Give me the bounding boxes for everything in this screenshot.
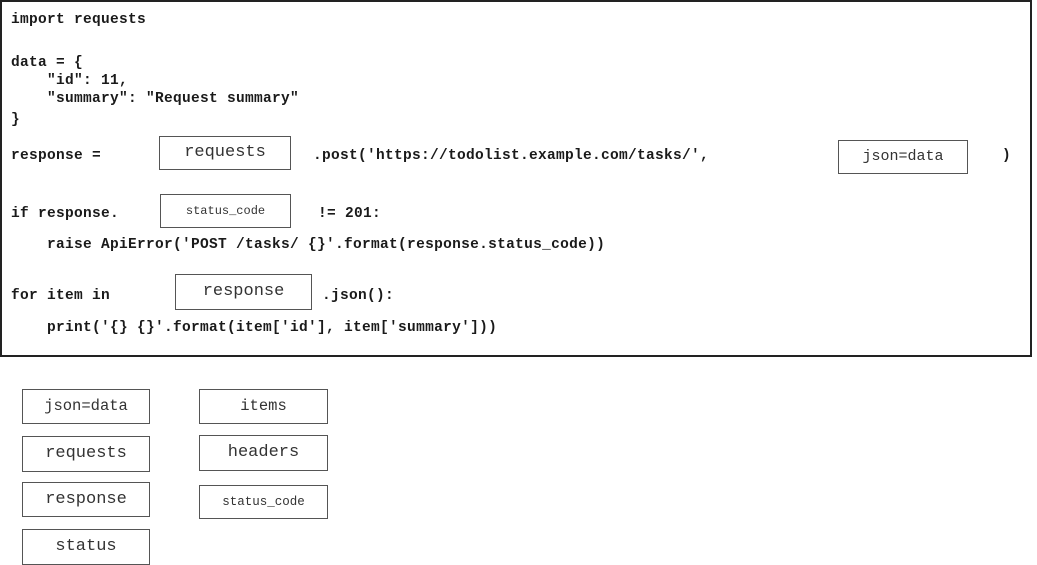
drop-slot-post-argument[interactable]: json=data — [838, 140, 968, 174]
answer-tile-requests[interactable]: requests — [22, 436, 150, 472]
drop-slot-status-attribute[interactable]: status_code — [160, 194, 291, 228]
answer-tile-status[interactable]: status — [22, 529, 150, 565]
answer-tile-json-data[interactable]: json=data — [22, 389, 150, 424]
code-line-json-call: .json(): — [322, 288, 395, 304]
code-line-data-open: data = { — [11, 55, 84, 71]
answer-tile-response[interactable]: response — [22, 482, 150, 517]
code-line-response-assign: response = — [11, 148, 102, 164]
code-line-post-call: .post('https://todolist.example.com/task… — [313, 148, 710, 164]
code-line-data-close: } — [11, 112, 21, 128]
code-line-close-paren: ) — [1002, 148, 1012, 164]
code-line-id: "id": 11, — [11, 73, 129, 89]
answer-tile-status-code[interactable]: status_code — [199, 485, 328, 519]
code-line-summary: "summary": "Request summary" — [11, 91, 300, 107]
code-line-raise: raise ApiError('POST /tasks/ {}'.format(… — [11, 237, 606, 253]
code-line-import: import requests — [11, 12, 147, 28]
drop-slot-iterable[interactable]: response — [175, 274, 312, 310]
answer-tile-items[interactable]: items — [199, 389, 328, 424]
answer-tile-headers[interactable]: headers — [199, 435, 328, 471]
code-line-print: print('{} {}'.format(item['id'], item['s… — [11, 320, 498, 336]
code-line-if-response: if response. — [11, 206, 120, 222]
code-panel: import requests data = { "id": 11, "summ… — [0, 0, 1032, 357]
code-line-status-compare: != 201: — [318, 206, 382, 222]
drop-slot-module[interactable]: requests — [159, 136, 291, 170]
code-line-for-item: for item in — [11, 288, 111, 304]
